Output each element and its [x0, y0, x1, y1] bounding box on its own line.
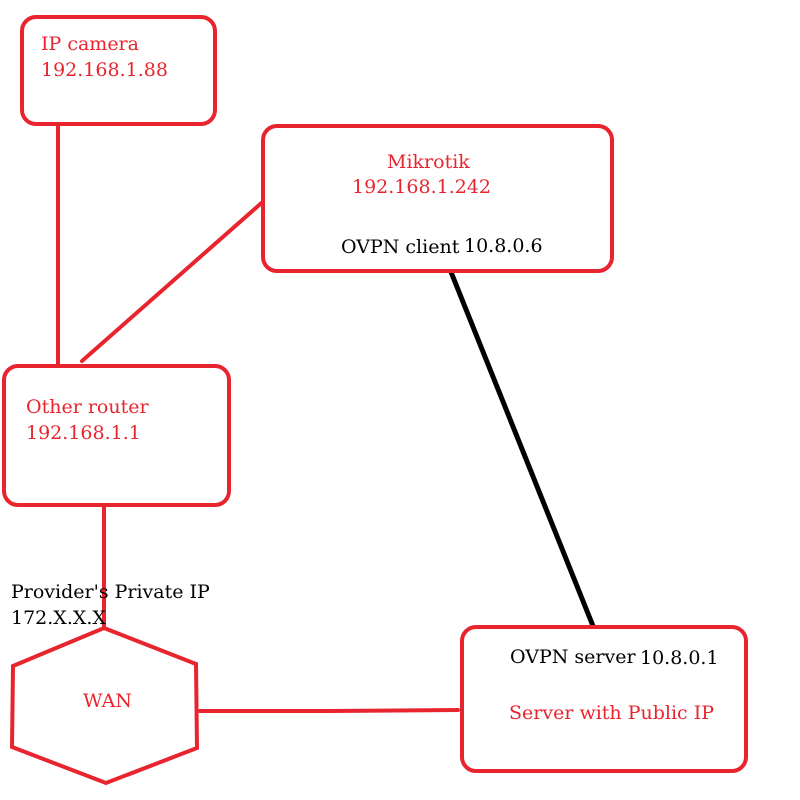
node-ip-camera-box	[20, 15, 217, 126]
link-vpn-tunnel	[448, 269, 596, 629]
other-router-ip: 192.168.1.1	[26, 422, 141, 444]
node-mikrotik-box	[261, 124, 614, 273]
mikrotik-vpn-ip: 10.8.0.6	[464, 235, 543, 257]
node-wan-hexagon	[9, 625, 200, 786]
link-mikrotik-router	[80, 197, 268, 363]
node-wan[interactable]: WAN	[9, 625, 200, 786]
mikrotik-ip: 192.168.1.242	[352, 176, 491, 198]
other-router-name: Other router	[26, 396, 149, 418]
provider-private-ip-label: Provider's Private IP	[11, 581, 210, 603]
mikrotik-name: Mikrotik	[387, 151, 470, 173]
server-description: Server with Public IP	[509, 702, 714, 724]
node-ip-camera[interactable]: IP camera 192.168.1.88	[20, 15, 217, 126]
link-wan-server	[198, 708, 460, 713]
provider-private-ip-value: 172.X.X.X	[11, 607, 106, 629]
node-other-router-box	[2, 364, 231, 507]
mikrotik-vpn-label: OVPN client	[341, 236, 460, 258]
node-server[interactable]: OVPN server 10.8.0.1 Server with Public …	[460, 625, 748, 773]
node-mikrotik[interactable]: Mikrotik 192.168.1.242 OVPN client 10.8.…	[261, 124, 614, 273]
server-vpn-ip: 10.8.0.1	[640, 647, 719, 669]
node-server-box	[460, 625, 748, 773]
ip-camera-ip: 192.168.1.88	[41, 59, 168, 81]
wan-name: WAN	[83, 690, 132, 712]
ip-camera-name: IP camera	[41, 33, 139, 55]
server-vpn-label: OVPN server	[510, 646, 636, 668]
node-other-router[interactable]: Other router 192.168.1.1	[2, 364, 231, 507]
